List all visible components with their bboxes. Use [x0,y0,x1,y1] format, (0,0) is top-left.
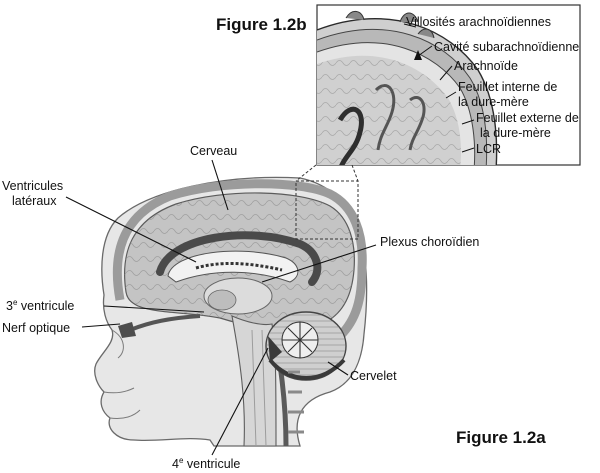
label-cervelet: Cervelet [350,369,397,383]
label-ventricules-lateraux-line2: latéraux [12,194,57,208]
label-lcr: LCR [476,142,501,156]
label-ventricules-lateraux-line1: Ventricules [2,179,63,193]
inset-figure-title: Figure 1.2b [216,15,307,34]
label-feuillet-externe-line2: la dure-mère [480,126,551,140]
label-feuillet-interne-line2: la dure-mère [458,95,529,109]
optic-nerve [129,314,201,332]
label-plexus-choroidien: Plexus choroïdien [380,235,479,249]
label-fourth-ventricle: 4e ventricule [172,456,240,471]
choroid-plexus [195,262,283,272]
cerebellum [265,311,347,381]
label-feuillet-externe-line1: Feuillet externe de [476,111,579,125]
label-arachnoide: Arachnoïde [454,59,518,73]
label-feuillet-interne-line1: Feuillet interne de [458,80,557,94]
skull [112,179,367,340]
main-figure-title: Figure 1.2a [456,428,546,447]
leader-lines [65,159,377,456]
label-nerf-optique: Nerf optique [2,321,70,335]
zoom-region-box [295,180,359,240]
label-cavite-subarachnoidienne: Cavité subarachnoïdienne [434,40,579,54]
label-cerveau: Cerveau [190,144,237,158]
label-villosites-arachnoidiennes: Villosités arachnoïdiennes [406,15,551,29]
cingulate-band [156,231,322,286]
fourth-ventricle [268,336,282,362]
head-sagittal-section [94,176,368,447]
label-third-ventricle: 3e ventricule [6,298,74,313]
inset-panel [316,4,581,166]
